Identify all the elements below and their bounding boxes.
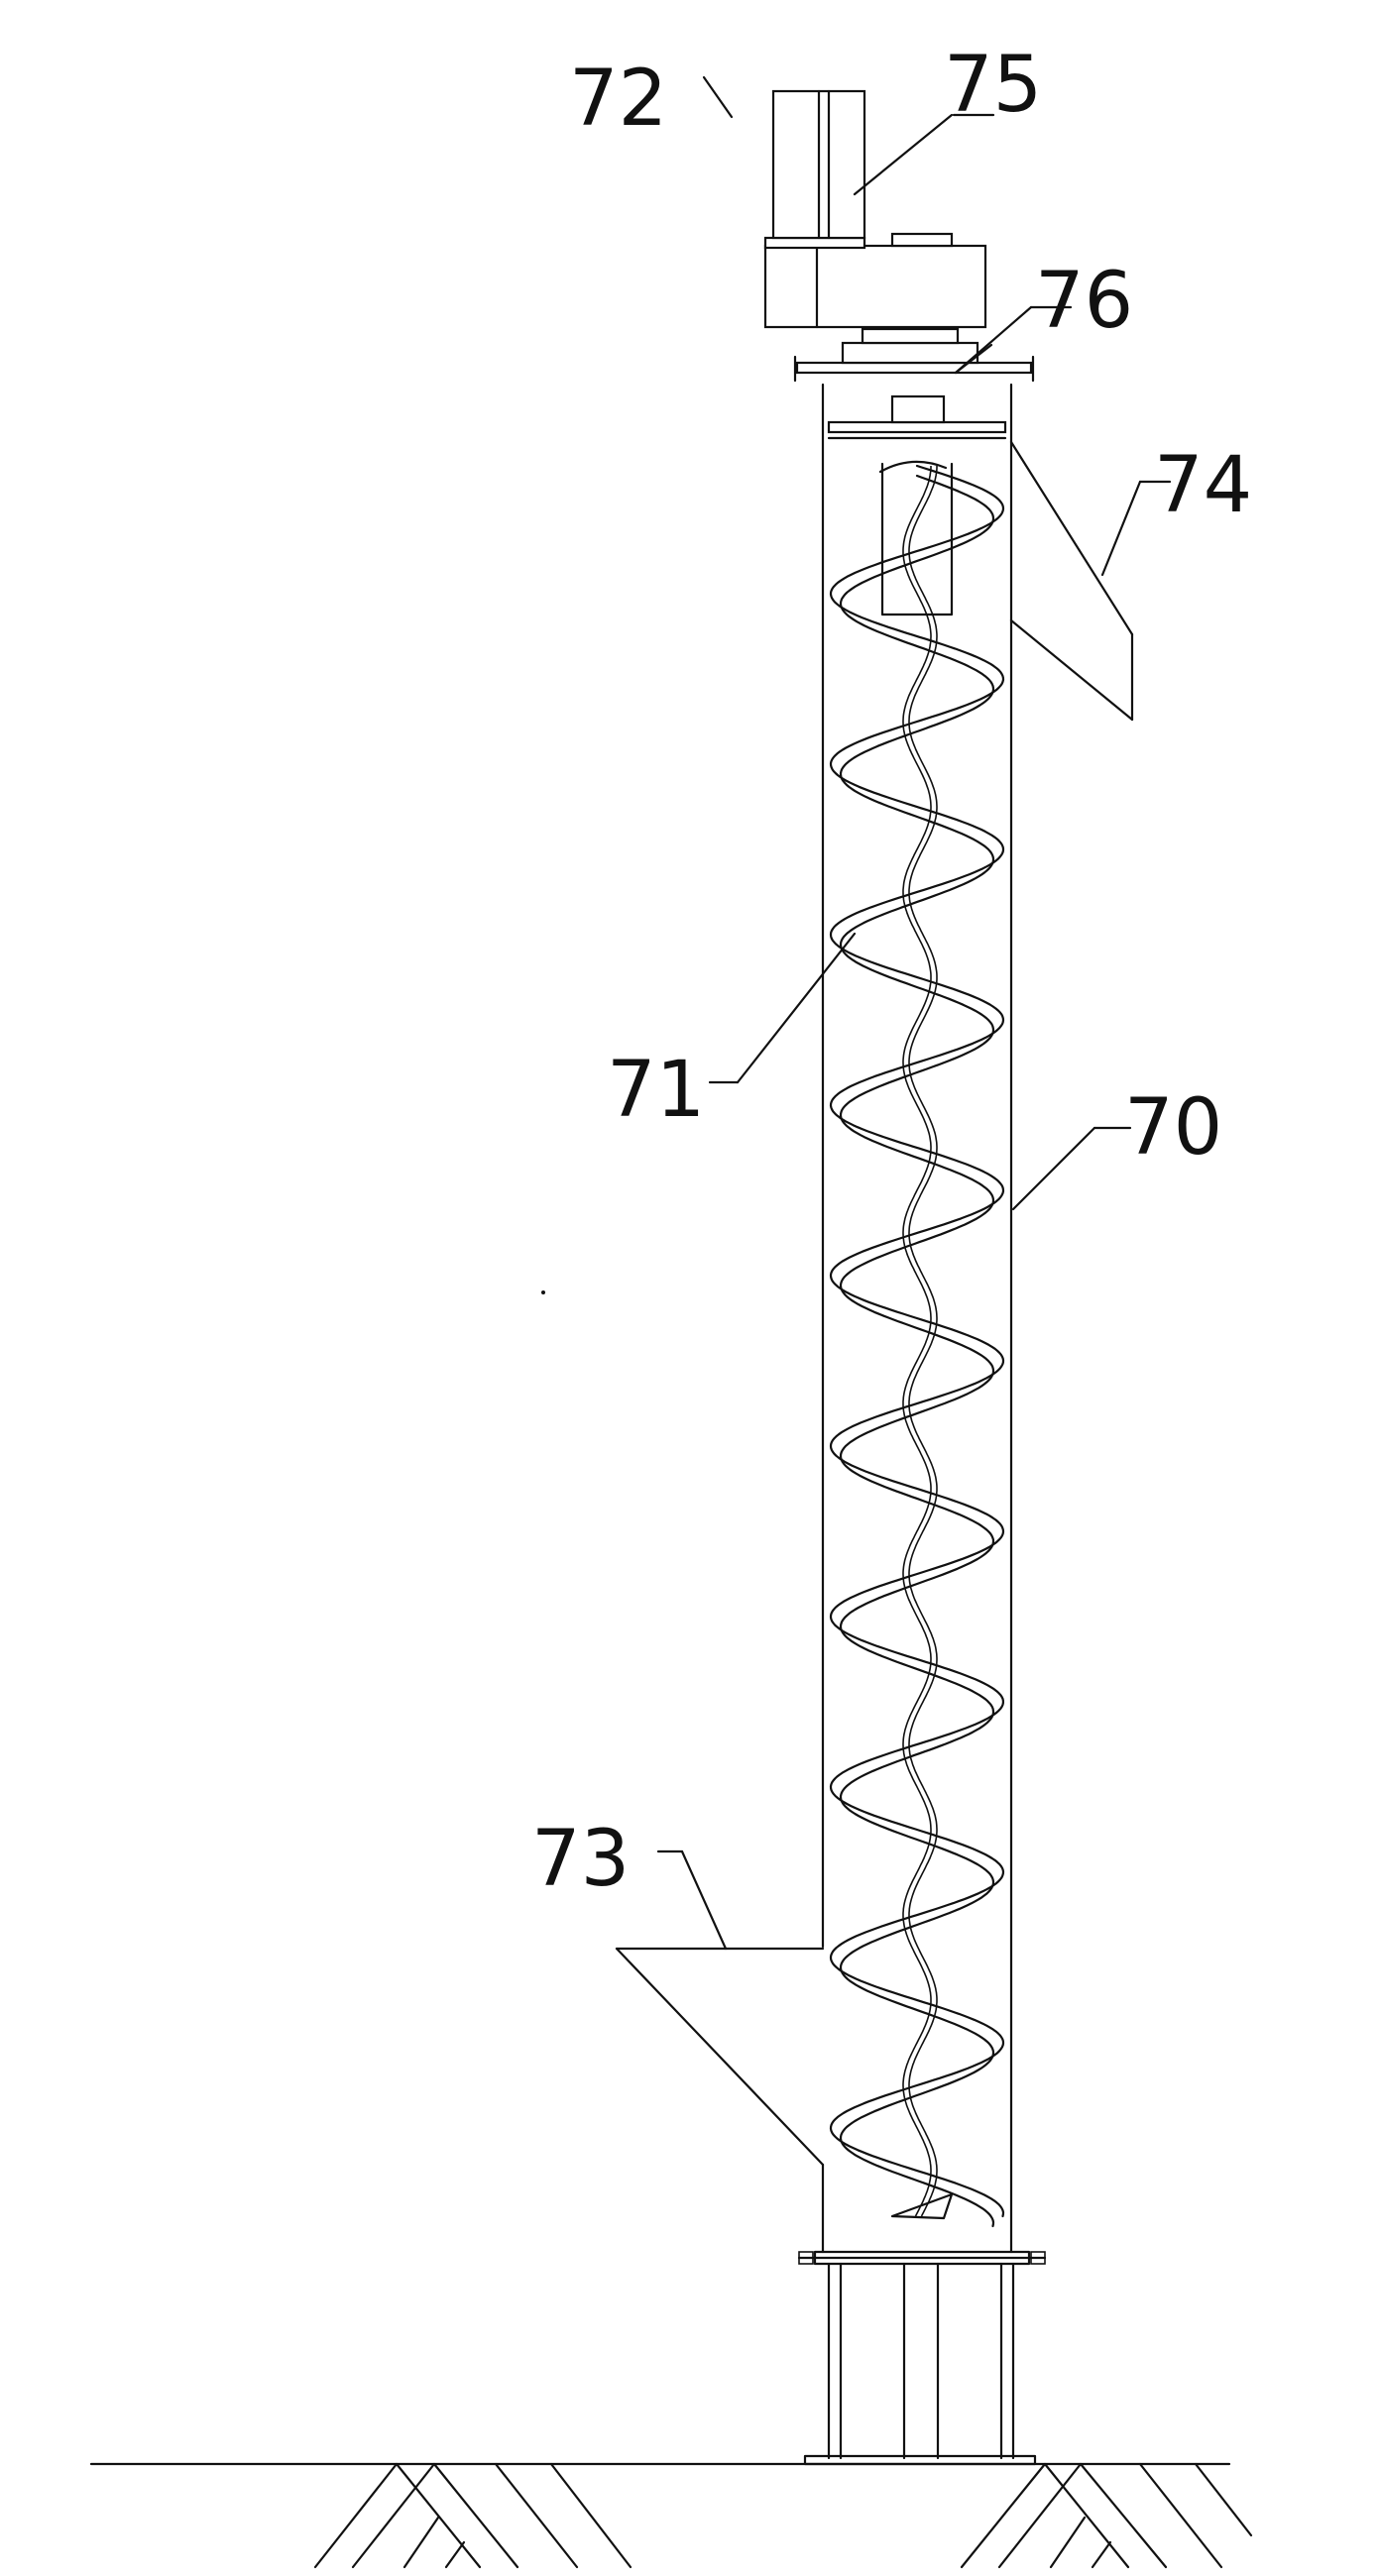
coupling [793, 327, 1035, 440]
ground-hatch-left [313, 2462, 632, 2569]
label-71: 71 [607, 1046, 705, 1135]
ground [89, 2462, 1253, 2569]
label-74: 74 [1154, 441, 1252, 530]
screw-blade [829, 460, 1005, 2228]
label-73: 73 [531, 1815, 630, 1904]
base-support [797, 2250, 1047, 2466]
label-76: 76 [1035, 257, 1133, 346]
label-75: 75 [944, 41, 1042, 130]
motor [771, 89, 866, 240]
drive-assembly [763, 89, 987, 329]
reference-labels: 72 75 76 74 71 70 73 [531, 41, 1252, 1904]
leader-lines [656, 75, 1172, 1951]
label-70: 70 [1124, 1083, 1222, 1173]
ground-hatch-right [960, 2462, 1253, 2569]
outlet-chute [1009, 440, 1134, 722]
inlet-hopper [615, 1947, 825, 2167]
stray-dot [541, 1290, 545, 1294]
label-72: 72 [569, 55, 667, 144]
conveyor-tube [821, 383, 1013, 2254]
